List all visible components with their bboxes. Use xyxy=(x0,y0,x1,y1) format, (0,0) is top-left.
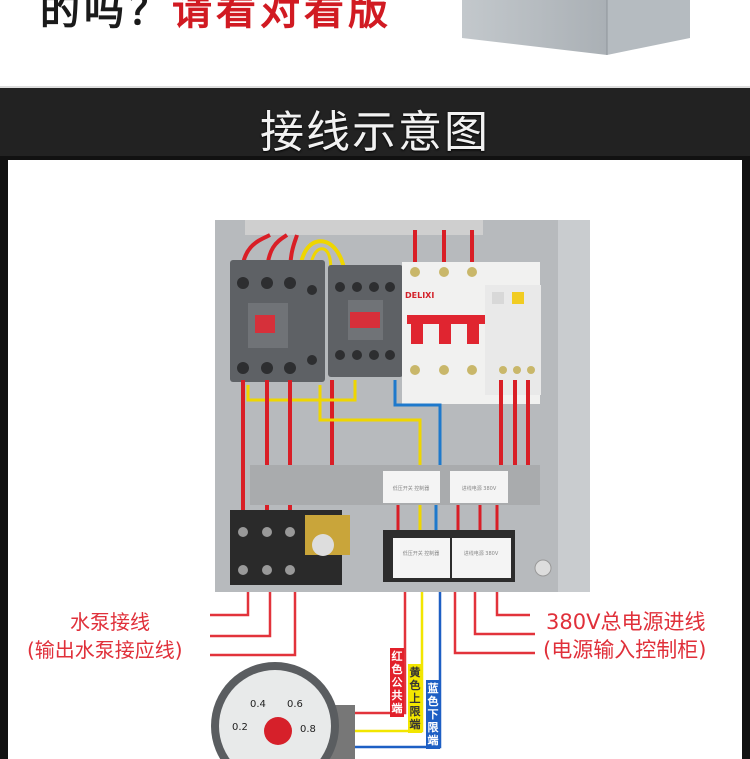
svg-text:0.8: 0.8 xyxy=(300,724,316,735)
contactor-2 xyxy=(328,265,403,377)
pump-wiring-title: 水泵接线 xyxy=(70,610,150,634)
top-banner: 的吗？请看对看版 xyxy=(0,0,750,86)
control-cabinet-photo: DELIXI 低压开关 控制器 进线电源 380V 低压开关 控制器 进线电源 … xyxy=(215,220,590,592)
wire-tag-blue-lower: 蓝色下限端 xyxy=(426,680,440,749)
duct-label-1: 低压开关 控制器 xyxy=(383,471,440,503)
top-wire-duct xyxy=(245,220,483,235)
duct-label-2: 进线电源 380V xyxy=(450,471,508,503)
pressure-gauge: 0.4 0.6 0.2 0.8 xyxy=(211,662,355,759)
frame-right xyxy=(742,156,750,759)
wire-tag-yellow-upper: 黄色上限端 xyxy=(408,664,422,733)
svg-text:0.4: 0.4 xyxy=(250,699,266,710)
frame-top xyxy=(0,156,750,160)
pump-wiring-subtitle: (输出水泵接应线) xyxy=(27,638,183,662)
svg-text:进线电源 380V: 进线电源 380V xyxy=(464,550,499,557)
circuit-breaker: DELIXI xyxy=(402,262,541,404)
contactor-1 xyxy=(230,260,325,382)
thermal-relay xyxy=(230,510,350,585)
svg-text:低压开关 控制器: 低压开关 控制器 xyxy=(403,550,440,557)
power-input-title: 380V总电源进线 xyxy=(546,610,706,634)
wire-tag-red-common: 红色公共端 xyxy=(390,648,404,717)
tagline-red: 请看对看版 xyxy=(172,0,392,34)
frame-left xyxy=(0,156,8,759)
cabinet-side-strip xyxy=(558,220,590,592)
top-tagline: 的吗？请看对看版 xyxy=(40,0,392,36)
svg-text:0.6: 0.6 xyxy=(287,699,303,710)
section-header-band xyxy=(0,86,750,158)
section-title: 接线示意图 xyxy=(260,107,490,158)
svg-text:低压开关 控制器: 低压开关 控制器 xyxy=(393,485,430,492)
svg-text:进线电源 380V: 进线电源 380V xyxy=(462,485,497,492)
breaker-brand: DELIXI xyxy=(405,291,434,300)
tagline-dark: 的吗？ xyxy=(40,0,172,34)
power-input-subtitle: (电源输入控制柜) xyxy=(543,638,707,662)
terminal-block: 低压开关 控制器 进线电源 380V xyxy=(383,530,515,582)
cabinet-box-image xyxy=(462,0,690,55)
svg-text:0.2: 0.2 xyxy=(232,722,248,733)
